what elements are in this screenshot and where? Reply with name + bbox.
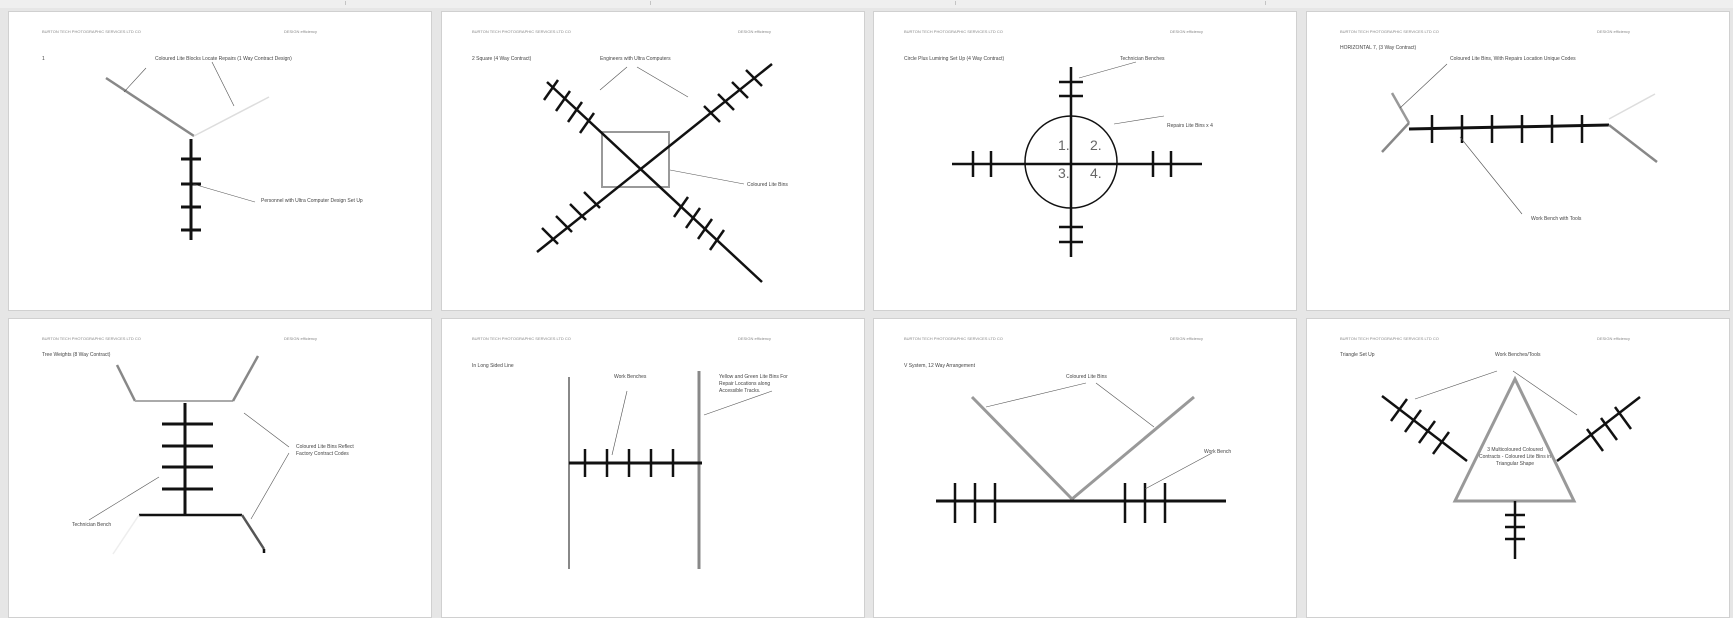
page-2[interactable]: BURTON TECH PHOTOGRAPHIC SERVICES LTD CO… bbox=[441, 11, 865, 311]
diagram-5 bbox=[88, 355, 290, 555]
page-header-left: BURTON TECH PHOTOGRAPHIC SERVICES LTD CO bbox=[904, 29, 1003, 34]
label-repairs-lite-bins: Repairs Lite Bins x 4 bbox=[1167, 123, 1213, 129]
label-triangle-contracts: 3 Multicoloured Coloured Contracts - Col… bbox=[1479, 447, 1551, 467]
diagram-1 bbox=[105, 61, 270, 240]
diagram-8 bbox=[1381, 370, 1641, 559]
label-coloured-lite-bins: Coloured Lite Bins bbox=[747, 182, 788, 188]
page-header-left: BURTON TECH PHOTOGRAPHIC SERVICES LTD CO bbox=[1340, 336, 1439, 341]
page-7[interactable]: BURTON TECH PHOTOGRAPHIC SERVICES LTD CO… bbox=[873, 318, 1297, 618]
page-title: V System, 12 Way Arrangement bbox=[904, 363, 975, 369]
page-5[interactable]: BURTON TECH PHOTOGRAPHIC SERVICES LTD CO… bbox=[8, 318, 432, 618]
page-header-left: BURTON TECH PHOTOGRAPHIC SERVICES LTD CO bbox=[472, 336, 571, 341]
page-title: Tree Weights (8 Way Contract) bbox=[42, 352, 111, 358]
label-engineers: Engineers with Ultra Computers bbox=[600, 56, 671, 62]
page-header-right: DESIGN efficiency bbox=[284, 29, 318, 34]
label-coloured-lite-bins-unique-codes: Coloured Lite Bins, With Repairs Locatio… bbox=[1450, 56, 1576, 62]
label-yellow-green-lite-bins: Yellow and Green Lite Bins For Repair Lo… bbox=[719, 374, 788, 394]
page-header-right: DESIGN efficiency bbox=[284, 336, 318, 341]
page-8[interactable]: BURTON TECH PHOTOGRAPHIC SERVICES LTD CO… bbox=[1306, 318, 1730, 618]
page-header-right: DESIGN efficiency bbox=[738, 336, 772, 341]
ruler-tick bbox=[955, 1, 956, 5]
page-4[interactable]: BURTON TECH PHOTOGRAPHIC SERVICES LTD CO… bbox=[1306, 11, 1730, 311]
label-work-benches-tools: Work Benches/Tools bbox=[1495, 352, 1541, 358]
label-coloured-lite-bins: Coloured Lite Bins bbox=[1066, 374, 1107, 380]
page-title: Triangle Set Up bbox=[1340, 352, 1375, 358]
page-header-right: DESIGN efficiency bbox=[738, 29, 772, 34]
page-1[interactable]: BURTON TECH PHOTOGRAPHIC SERVICES LTD CO… bbox=[8, 11, 432, 311]
diagram-4 bbox=[1381, 63, 1658, 215]
ruler-tick bbox=[650, 1, 651, 5]
page-title: 2 Square (4 Way Contract) bbox=[472, 56, 532, 62]
diagram-2 bbox=[536, 63, 773, 283]
label-work-benches: Work Benches bbox=[614, 374, 647, 380]
label-technician-bench: Technician Bench bbox=[72, 522, 112, 528]
page-title: In Long Sided Line bbox=[472, 363, 514, 369]
label-work-bench-tools: Work Bench with Tools bbox=[1531, 216, 1582, 222]
label-technician-benches: Technician Benches bbox=[1120, 56, 1165, 62]
label-coloured-lite-bins-reflect: Coloured Lite Bins Reflect Factory Contr… bbox=[296, 444, 354, 457]
quadrant-number-2: 2. bbox=[1090, 137, 1102, 153]
page-title: HORIZONTAL 7, (3 Way Contract) bbox=[1340, 45, 1417, 51]
diagram-3 bbox=[952, 61, 1202, 257]
diagram-7 bbox=[936, 382, 1226, 523]
page-header-right: DESIGN efficiency bbox=[1170, 336, 1204, 341]
diagram-6 bbox=[568, 371, 773, 569]
quadrant-number-3: 3. bbox=[1058, 165, 1070, 181]
page-3[interactable]: BURTON TECH PHOTOGRAPHIC SERVICES LTD CO… bbox=[873, 11, 1297, 311]
label-coloured-lite-blocks: Coloured Lite Blocks Locate Repairs (1 W… bbox=[155, 56, 292, 62]
page-header-left: BURTON TECH PHOTOGRAPHIC SERVICES LTD CO bbox=[42, 29, 141, 34]
label-personnel: Personnel with Ultra Computer Design Set… bbox=[261, 198, 363, 204]
quadrant-number-1: 1. bbox=[1058, 137, 1070, 153]
ruler-bar bbox=[0, 0, 1733, 8]
ruler-tick bbox=[1265, 1, 1266, 5]
label-work-bench: Work Bench bbox=[1204, 449, 1232, 455]
page-title: 1 bbox=[42, 56, 45, 62]
page-header-left: BURTON TECH PHOTOGRAPHIC SERVICES LTD CO bbox=[42, 336, 141, 341]
page-title: Circle Plus Lumiring Set Up (4 Way Contr… bbox=[904, 56, 1005, 62]
page-header-right: DESIGN efficiency bbox=[1597, 336, 1631, 341]
page-6[interactable]: BURTON TECH PHOTOGRAPHIC SERVICES LTD CO… bbox=[441, 318, 865, 618]
ruler-tick bbox=[345, 1, 346, 5]
quadrant-number-4: 4. bbox=[1090, 165, 1102, 181]
page-header-right: DESIGN efficiency bbox=[1170, 29, 1204, 34]
page-header-right: DESIGN efficiency bbox=[1597, 29, 1631, 34]
page-header-left: BURTON TECH PHOTOGRAPHIC SERVICES LTD CO bbox=[472, 29, 571, 34]
page-header-left: BURTON TECH PHOTOGRAPHIC SERVICES LTD CO bbox=[1340, 29, 1439, 34]
page-header-left: BURTON TECH PHOTOGRAPHIC SERVICES LTD CO bbox=[904, 336, 1003, 341]
